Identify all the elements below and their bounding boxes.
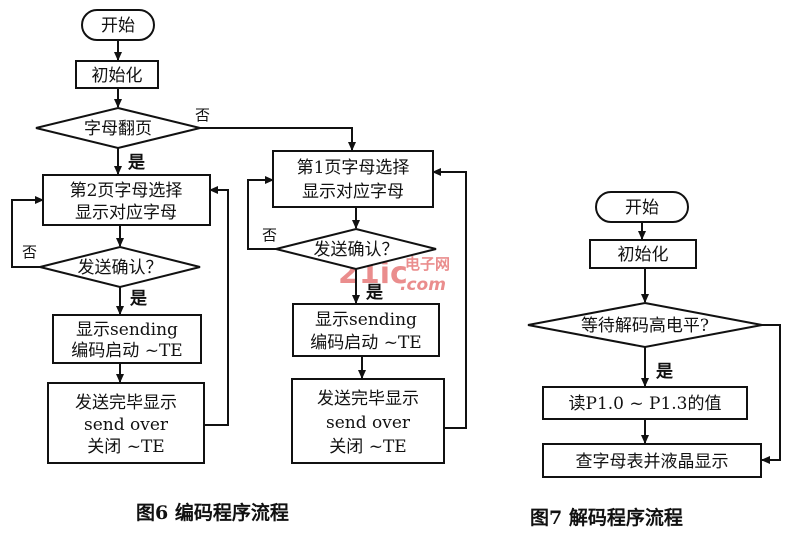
fig7-wait-label: 等待解码高电平? (581, 316, 709, 336)
page-flip-yes-label: 是 (128, 153, 145, 173)
confirm-left-yes-label: 是 (130, 289, 147, 309)
watermark-site: 电子网 (405, 255, 450, 273)
page2-select-box (42, 174, 211, 226)
connector (200, 127, 356, 151)
page2-select-line1: 第2页字母选择 (70, 181, 183, 201)
fig7-init-label: 初始化 (618, 245, 669, 265)
start-label: 开始 (101, 16, 135, 36)
page1-select-line2: 显示对应字母 (302, 182, 404, 202)
confirm-right-label: 发送确认？ (314, 240, 399, 260)
connector (204, 186, 229, 426)
connector (761, 324, 781, 464)
sending-box-left (52, 314, 202, 364)
watermark-domain: .com (400, 275, 446, 295)
connector (432, 168, 467, 429)
connector (247, 176, 276, 250)
done-left-line2: send over (84, 415, 169, 435)
read-p1-box (542, 386, 748, 420)
init-label: 初始化 (92, 66, 143, 86)
figure-7-decoding-flow: 开始 初始化 等待解码高电平? 是 读P1.0 ~ P1.3的值 查字母表并液晶… (527, 191, 781, 529)
done-left-line3: 关闭 ~TE (87, 437, 164, 457)
fig7-yes-label: 是 (656, 362, 673, 382)
init-box (75, 60, 159, 89)
figure-7-caption: 图7 解码程序流程 (530, 506, 683, 529)
sending-left-line1: 显示sending (76, 320, 178, 340)
done-left-line1: 发送完毕显示 (75, 393, 177, 413)
confirm-left-no-label: 否 (22, 243, 37, 261)
confirm-left-label: 发送确认？ (78, 258, 163, 278)
sending-right-line1: 显示sending (315, 310, 417, 330)
confirm-right-yes-label: 是 (366, 283, 383, 303)
fig7-read-label: 读P1.0 ~ P1.3的值 (569, 394, 722, 414)
figure-6-encoding-flow: 开始 初始化 字母翻页 否 是 第2页字母选择 显示对应字母 发送确认？ 否 是… (11, 9, 467, 524)
confirm-right-no-label: 否 (262, 226, 277, 244)
done-right-line3: 关闭 ~TE (329, 437, 406, 457)
sending-right-line2: 编码启动 ~TE (310, 333, 421, 353)
figure-6-caption: 图6 编码程序流程 (136, 501, 289, 524)
done-right-line2: send over (326, 413, 411, 433)
page-flip-label: 字母翻页 (84, 119, 152, 139)
page-flip-no-label: 否 (195, 106, 210, 124)
page2-select-line2: 显示对应字母 (75, 203, 177, 223)
sending-left-line2: 编码启动 ~TE (71, 341, 182, 361)
done-box-left (47, 382, 205, 464)
fig7-init-box (589, 239, 697, 269)
fig7-lookup-label: 查字母表并液晶显示 (576, 452, 729, 472)
sending-box-right (292, 303, 440, 357)
done-right-line1: 发送完毕显示 (317, 389, 419, 409)
connector (11, 196, 44, 268)
fig7-start-label: 开始 (625, 198, 659, 218)
page1-select-line1: 第1页字母选择 (297, 158, 410, 178)
page1-select-box (272, 150, 434, 208)
done-box-right (291, 378, 445, 464)
